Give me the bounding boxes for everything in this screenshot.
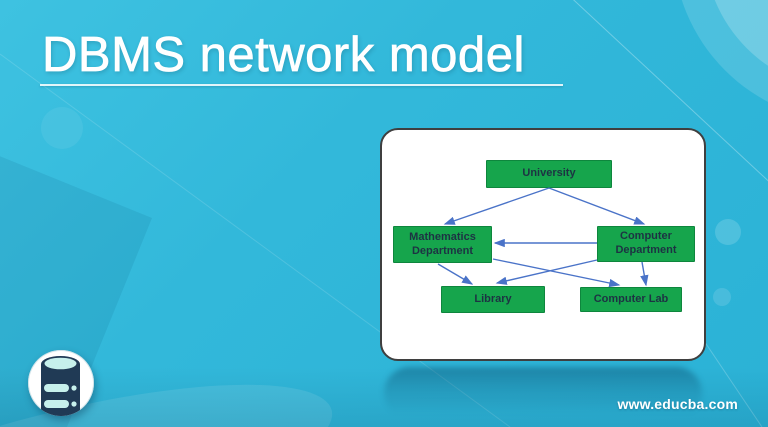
- database-icon: [28, 350, 94, 416]
- corner-circle-outer: [681, 0, 768, 102]
- edge-university-to-mathematics-department: [443, 187, 550, 225]
- edge-mathematics-department-to-computer-lab: [492, 258, 621, 288]
- faint-circle-right-1: [715, 219, 741, 245]
- edge-computer-department-to-library: [495, 259, 598, 285]
- node-library: Library: [441, 286, 545, 313]
- database-dot-2: [71, 401, 77, 407]
- edge-university-to-computer-department: [548, 187, 646, 225]
- edge-computer-department-to-computer-lab: [640, 261, 649, 287]
- corner-circle-inner: [714, 0, 768, 66]
- edge-mathematics-department-to-library: [437, 263, 474, 285]
- node-computer-lab: Computer Lab: [580, 287, 682, 312]
- database-dot-1: [71, 385, 77, 391]
- node-university: University: [486, 160, 612, 188]
- database-band-2: [44, 400, 69, 408]
- faint-circle-top-left: [41, 107, 83, 149]
- page-title: DBMS network model: [42, 28, 525, 83]
- card-reflection: [384, 367, 702, 419]
- watermark-url: www.educba.com: [617, 396, 738, 412]
- faint-circle-right-2: [713, 288, 731, 306]
- title-underline: [40, 84, 563, 86]
- node-computer-department: Computer Department: [597, 226, 695, 262]
- database-band-1: [44, 384, 69, 392]
- node-mathematics-department: Mathematics Department: [393, 226, 492, 263]
- database-top-surface: [44, 357, 77, 370]
